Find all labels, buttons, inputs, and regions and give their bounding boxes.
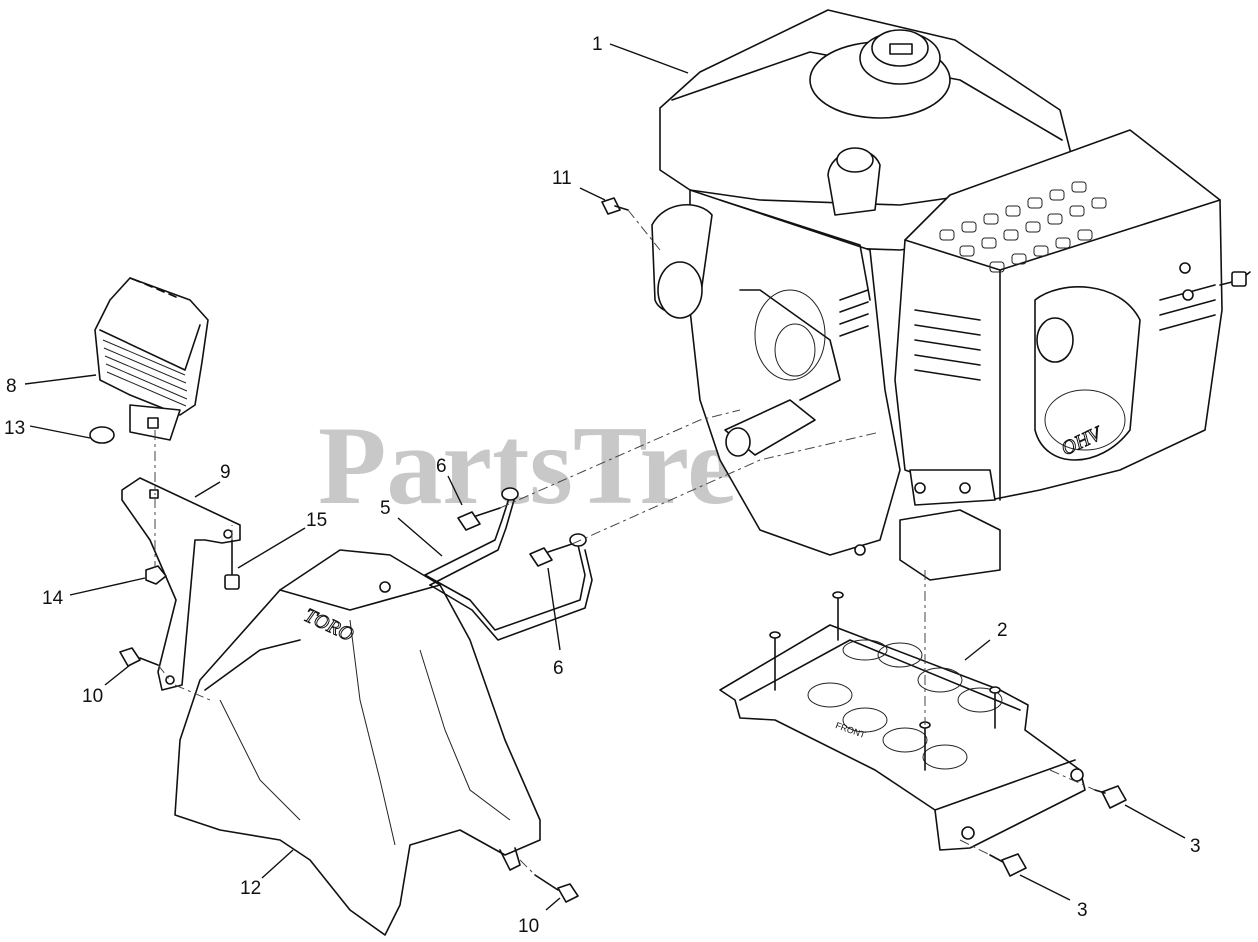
- screw-3a[interactable]: [1094, 785, 1127, 809]
- callout-leaders: [24, 43, 1186, 911]
- bolt-10a-part[interactable]: [119, 647, 159, 667]
- callout-numbers: 1 2 3 3 5 6 6 8 9 10 10 11 12 13 14 15: [4, 34, 1201, 937]
- callout-10b: 10: [518, 916, 539, 937]
- light-bracket-part[interactable]: [121, 477, 241, 691]
- engine-part[interactable]: OHV: [651, 9, 1251, 581]
- screw-3b[interactable]: [989, 853, 1027, 877]
- callout-1: 1: [592, 34, 603, 55]
- bolt-6b-part[interactable]: [529, 543, 573, 567]
- assembly-centerlines: [154, 209, 1096, 876]
- callout-14: 14: [42, 588, 64, 609]
- nut-part[interactable]: [145, 565, 167, 585]
- blower-vent-grid: [939, 181, 1107, 273]
- callout-15: 15: [306, 510, 327, 531]
- grommet-part[interactable]: [89, 426, 115, 444]
- screw-11-part[interactable]: [601, 197, 629, 215]
- bolt-10b-part[interactable]: [534, 874, 579, 903]
- callout-6a: 6: [436, 456, 447, 477]
- callout-5: 5: [380, 498, 391, 519]
- callout-12: 12: [240, 878, 261, 899]
- callout-8: 8: [6, 376, 17, 397]
- bolt-15-part[interactable]: [224, 539, 240, 590]
- callout-3a: 3: [1190, 836, 1201, 857]
- engine-mount-plate-part[interactable]: FRONT: [719, 591, 1086, 851]
- callout-2: 2: [997, 620, 1008, 641]
- callout-9: 9: [220, 462, 231, 483]
- shroud-part[interactable]: TORO: [174, 549, 541, 936]
- headlight-part[interactable]: [94, 277, 209, 441]
- callout-6b: 6: [553, 658, 564, 679]
- callout-11: 11: [552, 168, 572, 189]
- callout-3b: 3: [1077, 900, 1088, 921]
- bolt-6a-part[interactable]: [457, 507, 501, 531]
- callout-10a: 10: [82, 686, 103, 707]
- callout-13: 13: [4, 418, 25, 439]
- wire-harness-part[interactable]: [424, 487, 593, 641]
